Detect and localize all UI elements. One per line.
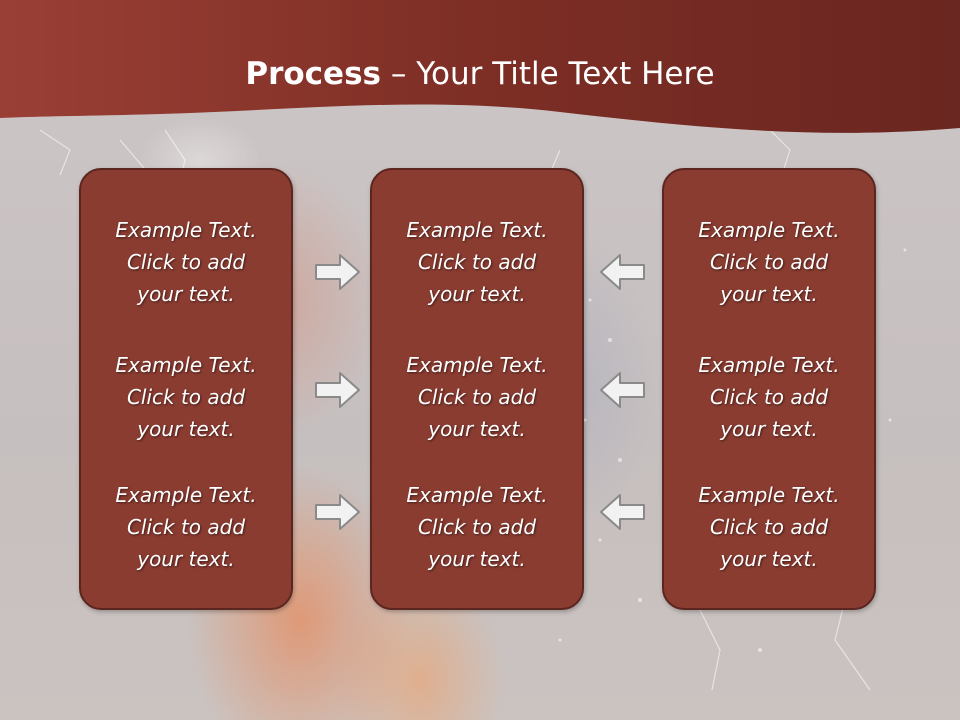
text-line: Example Text. <box>698 218 840 242</box>
text-line: your text. <box>720 417 818 441</box>
text-block[interactable]: Example Text. Click to add your text. <box>664 479 874 575</box>
text-line: Click to add <box>126 515 246 539</box>
text-line: your text. <box>720 547 818 571</box>
text-line: Example Text. <box>115 353 257 377</box>
text-line: Click to add <box>417 250 537 274</box>
text-block[interactable]: Example Text. Click to add your text. <box>81 349 291 445</box>
left-arrow-icon[interactable] <box>598 252 646 292</box>
text-line: Example Text. <box>406 218 548 242</box>
right-arrow-icon[interactable] <box>314 252 362 292</box>
text-block[interactable]: Example Text. Click to add your text. <box>372 479 582 575</box>
text-line: Click to add <box>417 385 537 409</box>
text-line: Example Text. <box>115 218 257 242</box>
title-bold: Process <box>245 56 381 92</box>
center-panel[interactable]: Example Text. Click to add your text. Ex… <box>370 168 584 610</box>
text-line: Example Text. <box>406 353 548 377</box>
text-line: Click to add <box>126 385 246 409</box>
text-line: your text. <box>428 417 526 441</box>
text-line: Click to add <box>126 250 246 274</box>
right-arrow-icon[interactable] <box>314 370 362 410</box>
text-line: your text. <box>137 282 235 306</box>
text-block[interactable]: Example Text. Click to add your text. <box>664 349 874 445</box>
text-line: Example Text. <box>115 483 257 507</box>
text-line: your text. <box>428 282 526 306</box>
left-arrow-icon[interactable] <box>598 370 646 410</box>
text-line: your text. <box>720 282 818 306</box>
right-panel[interactable]: Example Text. Click to add your text. Ex… <box>662 168 876 610</box>
text-block[interactable]: Example Text. Click to add your text. <box>664 214 874 310</box>
text-line: your text. <box>428 547 526 571</box>
text-line: Click to add <box>709 250 829 274</box>
left-arrow-icon[interactable] <box>598 492 646 532</box>
title-rest: – Your Title Text Here <box>381 56 715 92</box>
text-line: Example Text. <box>698 353 840 377</box>
text-line: Click to add <box>709 515 829 539</box>
text-block[interactable]: Example Text. Click to add your text. <box>81 214 291 310</box>
text-block[interactable]: Example Text. Click to add your text. <box>372 349 582 445</box>
text-line: your text. <box>137 417 235 441</box>
text-line: Example Text. <box>698 483 840 507</box>
text-block[interactable]: Example Text. Click to add your text. <box>372 214 582 310</box>
text-line: Click to add <box>417 515 537 539</box>
right-arrow-icon[interactable] <box>314 492 362 532</box>
left-panel[interactable]: Example Text. Click to add your text. Ex… <box>79 168 293 610</box>
slide-title[interactable]: Process – Your Title Text Here <box>0 52 960 96</box>
text-line: your text. <box>137 547 235 571</box>
text-line: Click to add <box>709 385 829 409</box>
text-line: Example Text. <box>406 483 548 507</box>
text-block[interactable]: Example Text. Click to add your text. <box>81 479 291 575</box>
header-banner <box>0 0 960 133</box>
